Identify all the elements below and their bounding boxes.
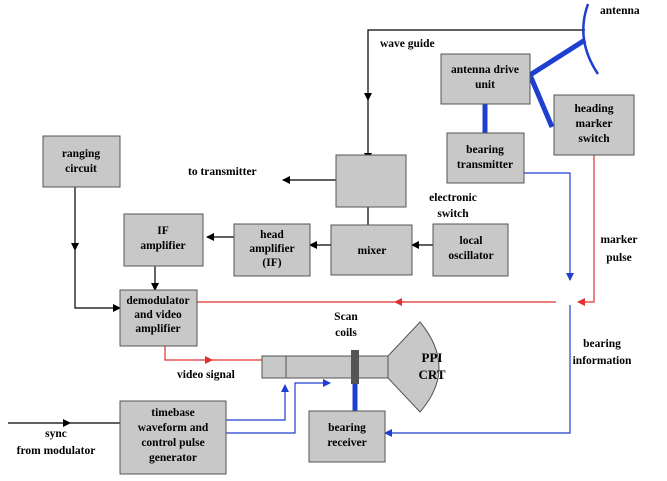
bearing-info-line (384, 305, 571, 437)
antenna-dish (582, 3, 600, 75)
to-transmitter-label: to transmitter (188, 166, 257, 178)
timebase-generator-box (119, 400, 227, 475)
local-oscillator-box (432, 223, 509, 277)
crt-neck (261, 355, 389, 379)
demodulator-box (119, 289, 198, 347)
antenna-to-heading (527, 74, 555, 128)
heading-marker-switch-box (553, 94, 635, 156)
marker-pulse-line (577, 155, 595, 306)
timebase-to-crt-2 (226, 379, 331, 434)
ranging-to-demod (74, 250, 121, 312)
bearing-tx-line (524, 172, 574, 281)
scan-coil-bar (351, 350, 359, 384)
video-signal-label: video signal (177, 369, 235, 381)
if-amplifier-box (123, 213, 204, 267)
video-signal-line (164, 346, 213, 364)
antenna-label: antenna (600, 5, 640, 17)
ranging-circuit-box (42, 135, 121, 188)
bearing-receiver-box (308, 410, 386, 463)
bearing-transmitter-box (446, 132, 525, 184)
head-amplifier-box (233, 223, 311, 277)
crt-screen (387, 321, 440, 413)
wave-guide-label: wave guide (380, 38, 435, 50)
antenna-feed (528, 37, 587, 78)
mixer-label: mixer (358, 245, 387, 257)
mixer-box (330, 224, 413, 276)
electronic-switch-box (335, 154, 407, 208)
wave-guide-line (364, 29, 585, 101)
antenna-drive-unit-box (440, 53, 531, 105)
timebase-to-crt-1 (226, 384, 289, 421)
